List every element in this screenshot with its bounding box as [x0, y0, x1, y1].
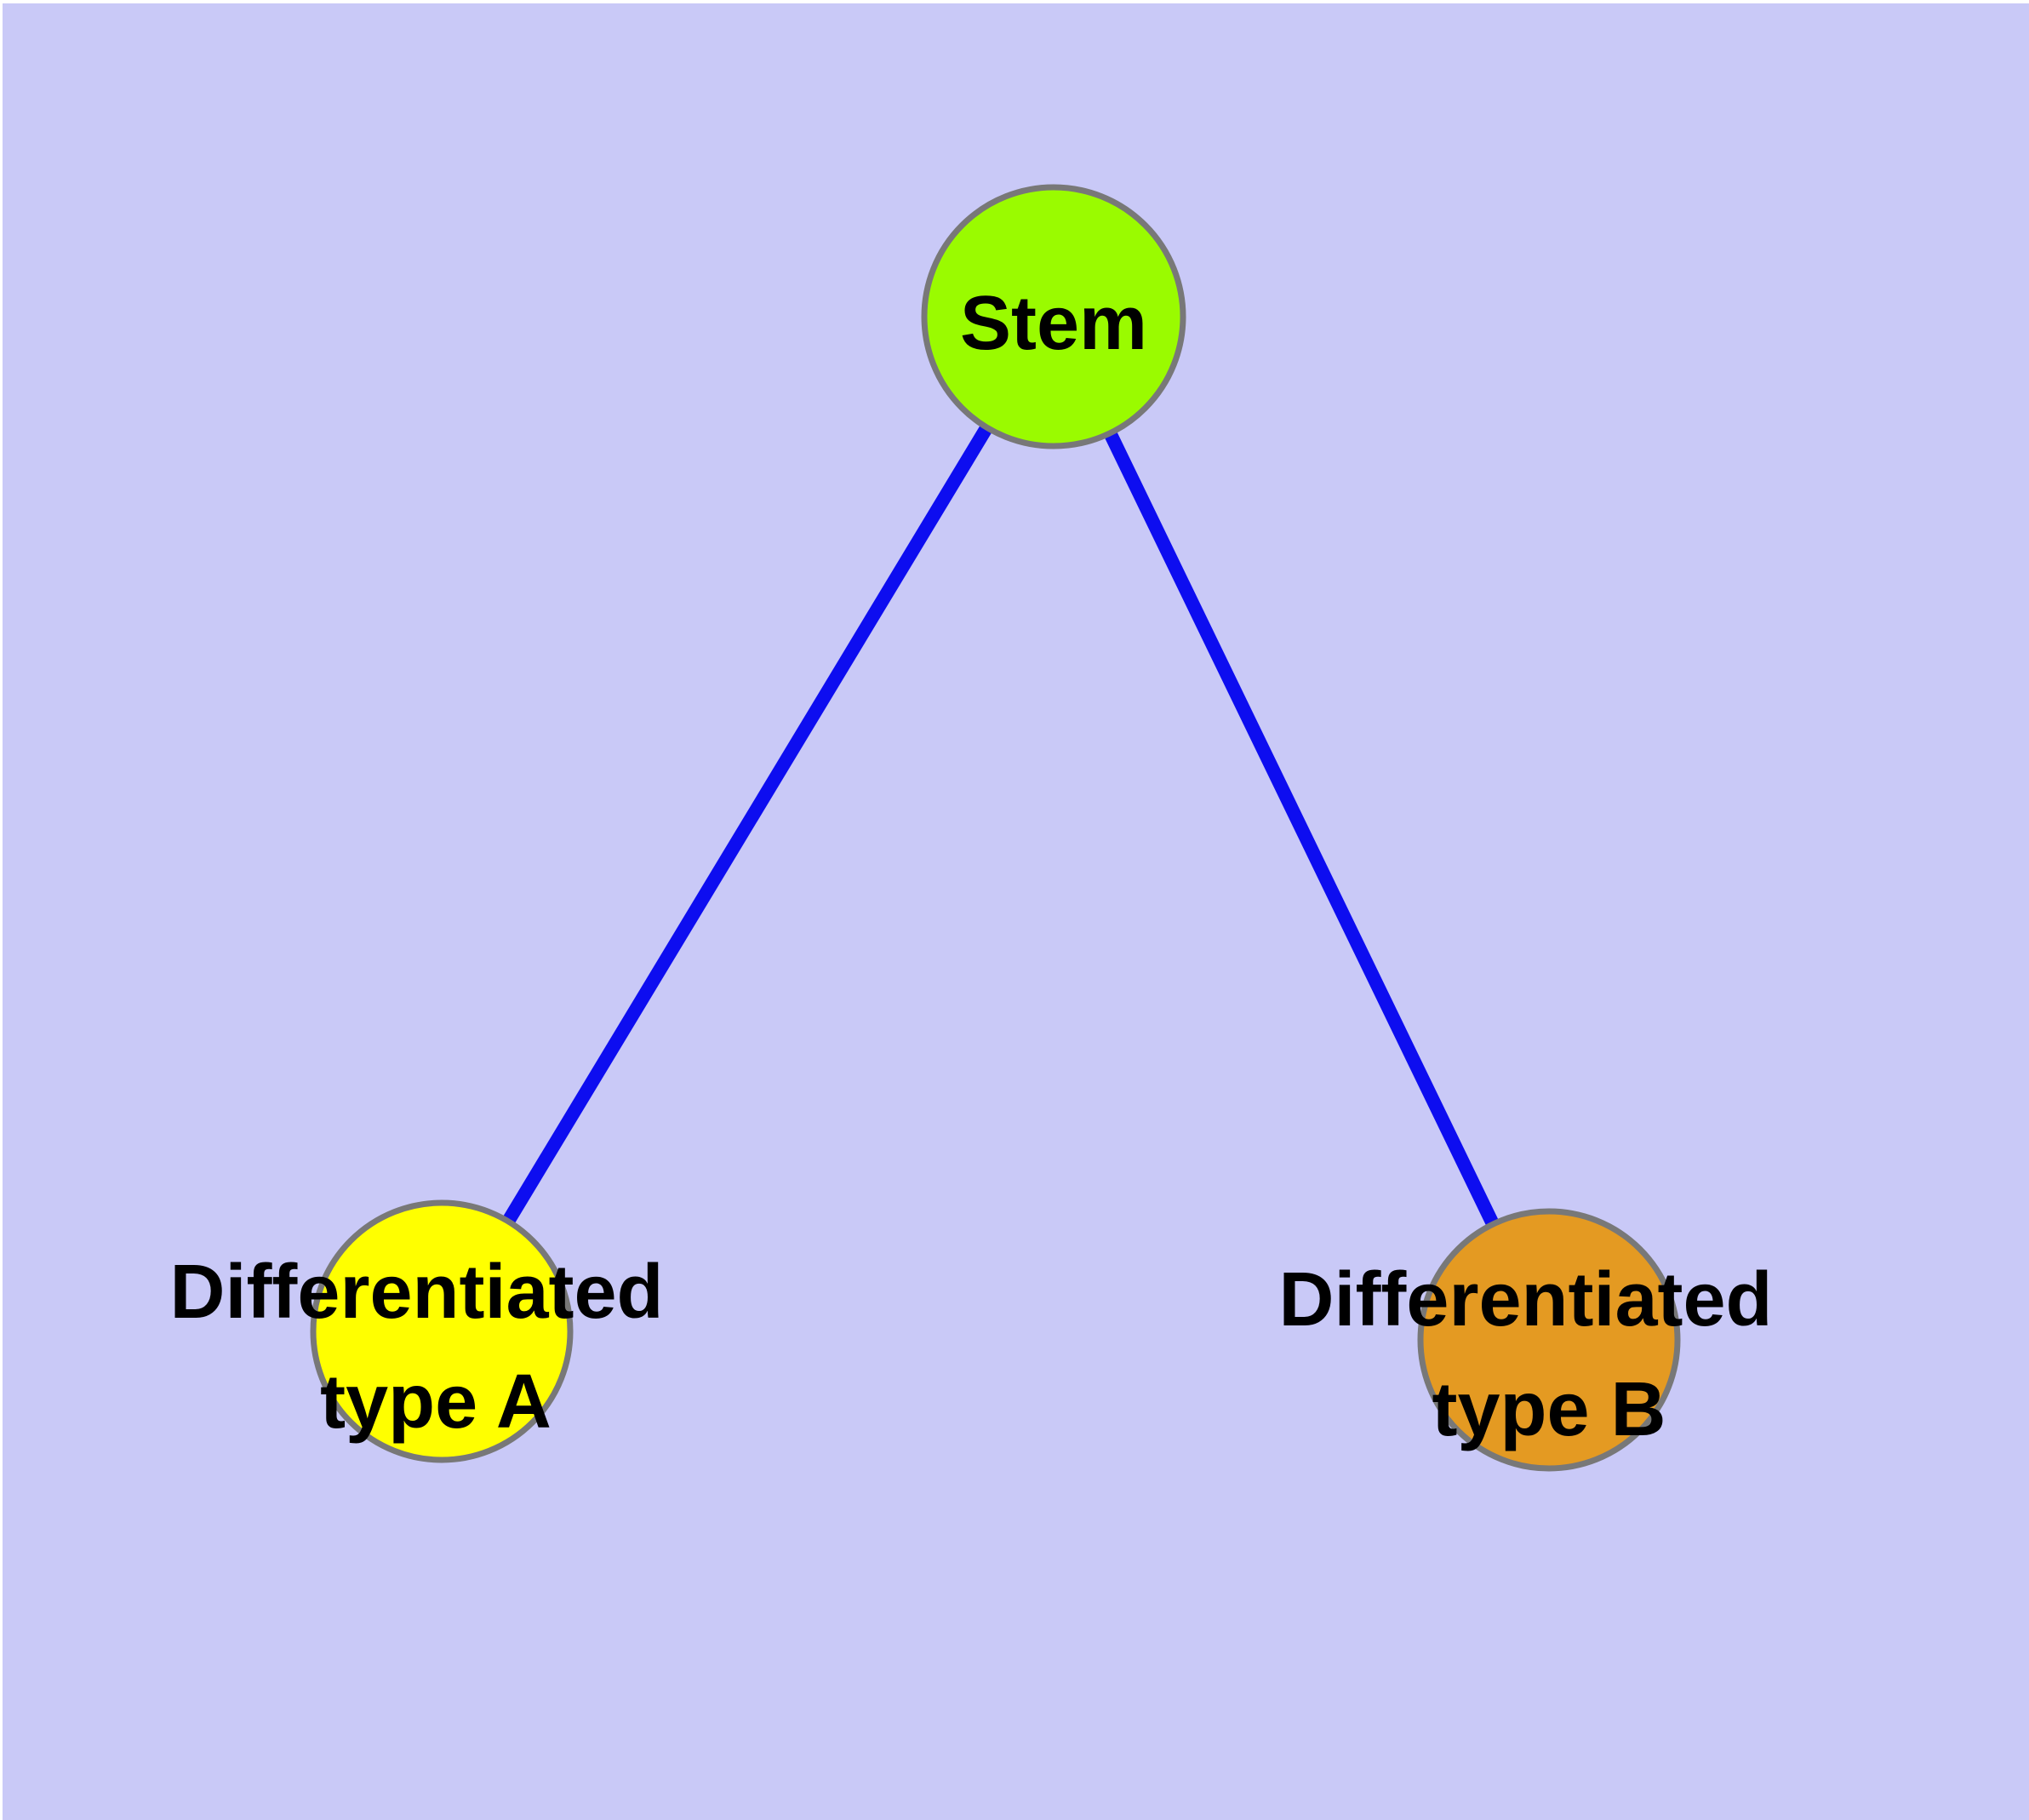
node-stem-label: Stem	[960, 281, 1147, 366]
node-type-b-label-line-2: type B	[1432, 1367, 1666, 1452]
node-differentiated-type-a	[310, 1199, 574, 1463]
node-differentiated-type-b	[1417, 1208, 1681, 1472]
node-type-a-label: Differentiated type A	[169, 1250, 684, 1445]
node-type-a-label-line-2: type A	[320, 1359, 552, 1445]
edge-stem-to-type-b	[1047, 313, 1556, 1343]
node-type-a-label-line-1: Differentiated	[169, 1250, 663, 1335]
node-type-b-label: Differentiated type B	[1278, 1257, 1793, 1452]
node-stem	[921, 184, 1186, 449]
edge-stem-to-type-a	[436, 312, 1060, 1336]
node-type-b-label-line-1: Differentiated	[1278, 1257, 1772, 1342]
